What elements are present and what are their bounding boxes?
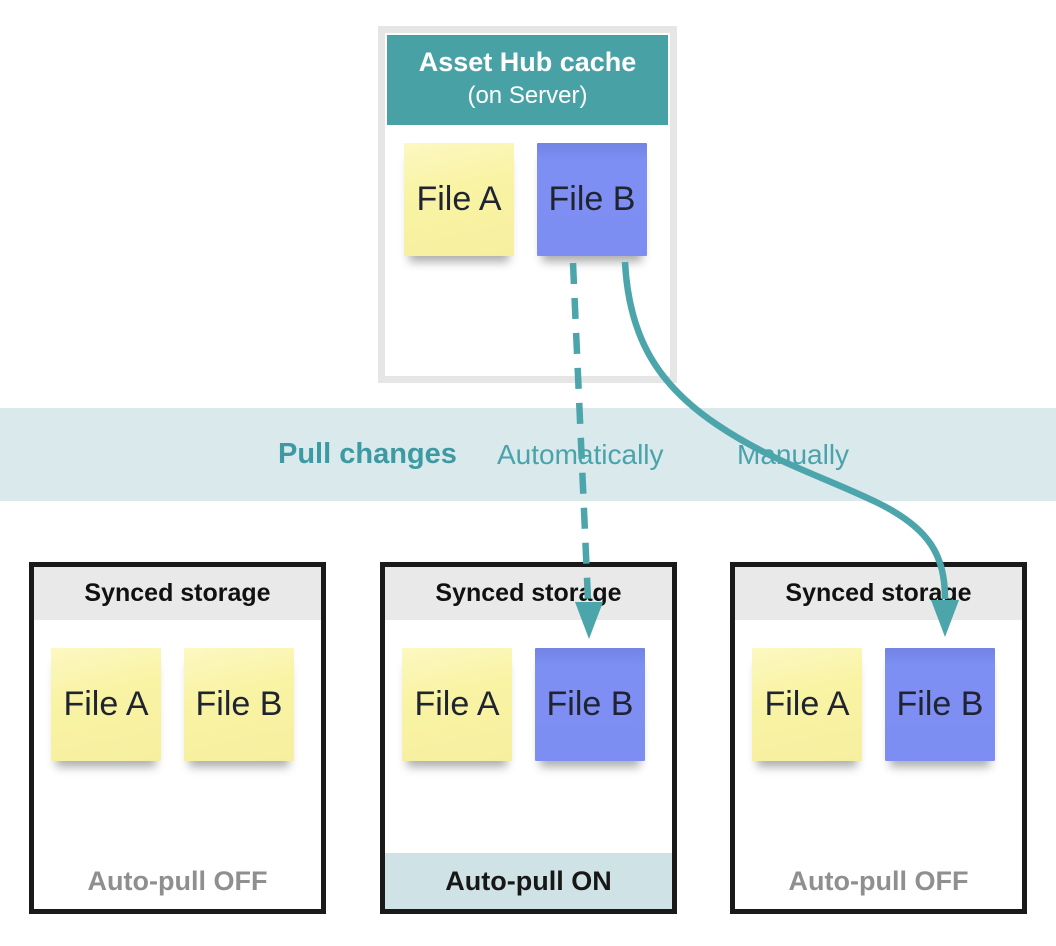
- storage-box-1: Synced storage File A File B Auto-pull O…: [29, 562, 326, 914]
- storage-box-3-autopull-status: Auto-pull OFF: [735, 853, 1022, 909]
- server-file-a-note: File A: [404, 143, 514, 256]
- storage-box-2-title: Synced storage: [435, 579, 622, 607]
- storage3-file-b-note: File B: [885, 648, 995, 761]
- automatically-label: Automatically: [497, 438, 664, 470]
- pull-changes-band: Pull changes Automatically Manually: [0, 408, 1056, 501]
- asset-hub-cache-header: Asset Hub cache (on Server): [387, 35, 668, 125]
- storage-box-3-title: Synced storage: [785, 579, 972, 607]
- storage-box-1-autopull-status: Auto-pull OFF: [34, 853, 321, 909]
- asset-hub-cache-title: Asset Hub cache: [418, 47, 637, 77]
- storage2-file-b-note: File B: [535, 648, 645, 761]
- storage-box-2: Synced storage File A File B Auto-pull O…: [380, 562, 677, 914]
- storage1-file-b-note: File B: [184, 648, 294, 761]
- storage2-file-a-note: File A: [402, 648, 512, 761]
- asset-hub-cache-box: Asset Hub cache (on Server) File A File …: [378, 26, 677, 383]
- server-file-b-note: File B: [537, 143, 647, 256]
- autopull-status-label: Auto-pull OFF: [87, 865, 268, 896]
- autopull-status-label: Auto-pull ON: [445, 865, 612, 896]
- storage-box-2-header: Synced storage: [385, 567, 672, 620]
- storage-box-3-header: Synced storage: [735, 567, 1022, 620]
- manually-label: Manually: [737, 438, 850, 470]
- storage-box-1-header: Synced storage: [34, 567, 321, 620]
- storage3-file-a-note: File A: [752, 648, 862, 761]
- autopull-status-label: Auto-pull OFF: [788, 865, 969, 896]
- storage1-file-a-note: File A: [51, 648, 161, 761]
- storage-box-2-autopull-status: Auto-pull ON: [385, 853, 672, 909]
- storage-box-1-title: Synced storage: [84, 579, 271, 607]
- pull-changes-label: Pull changes: [278, 438, 457, 470]
- storage-box-3: Synced storage File A File B Auto-pull O…: [730, 562, 1027, 914]
- asset-hub-cache-subtitle: (on Server): [467, 82, 588, 109]
